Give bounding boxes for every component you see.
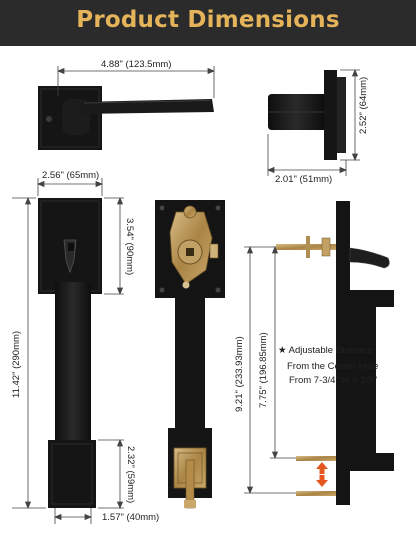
center-hole-dimensions: [244, 245, 296, 495]
rose-depth-label: 2.01" (51mm): [275, 174, 333, 185]
plate-height-label: 3.54" (90mm): [124, 218, 135, 276]
bottom-height-label: 2.32" (59mm): [125, 446, 136, 504]
bottom-width-label: 1.57" (40mm): [102, 512, 160, 523]
adjustable-note-title: ★ Adjustable Distance: [278, 345, 373, 356]
handleset-side-view: [276, 201, 394, 505]
arrow-down-icon: [316, 475, 328, 487]
rose-dimensions: [266, 68, 360, 176]
page-title: Product Dimensions: [76, 7, 340, 33]
adjustable-note-line3: From 7-3/4" to 9-2/9": [289, 375, 378, 386]
lever-top-view: [38, 86, 214, 150]
lever-length-dimension: [56, 66, 216, 98]
lever-length-label: 4.88" (123.5mm): [101, 59, 172, 70]
arrow-up-icon: [316, 462, 328, 474]
rose-side-view: [268, 70, 346, 160]
handleset-back-view: [155, 200, 225, 509]
center-min-label: 7.75" (196.85mm): [258, 332, 269, 408]
rose-height-label: 2.52" (64mm): [358, 76, 369, 134]
plate-width-label: 2.56" (65mm): [42, 170, 100, 181]
center-max-label: 9.21" (233.93mm): [234, 336, 245, 412]
handle-dimensions: [12, 178, 124, 524]
adjustable-note-line2: From the Center Hole: [287, 361, 379, 372]
header-bar: Product Dimensions: [0, 0, 416, 46]
handleset-front-view: [38, 198, 102, 508]
handle-height-label: 11.42" (290mm): [11, 330, 22, 398]
